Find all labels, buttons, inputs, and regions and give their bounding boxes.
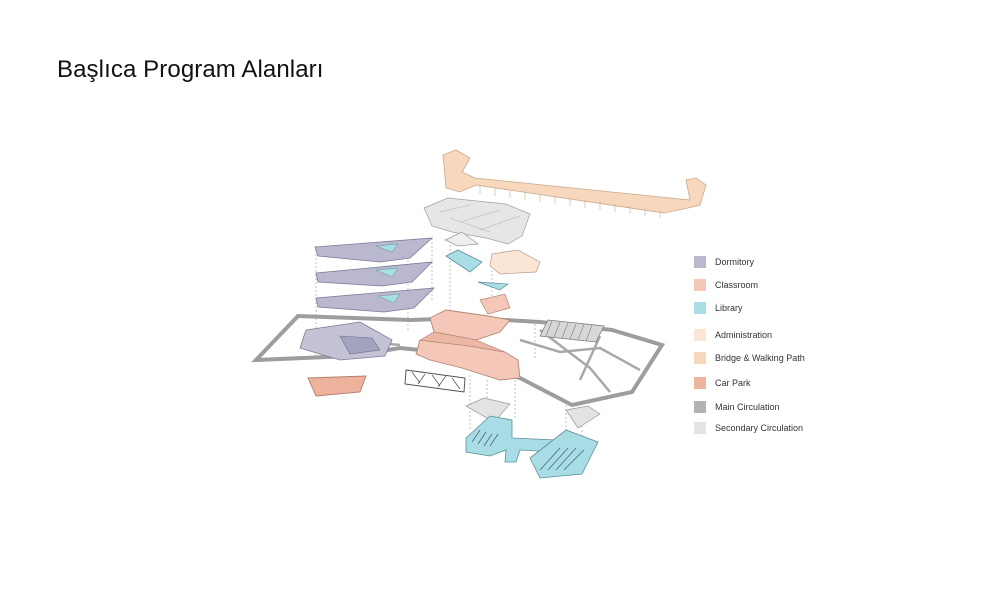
- legend-item-main-circulation: Main Circulation: [694, 399, 780, 415]
- legend-swatch: [694, 256, 706, 268]
- legend-swatch: [694, 302, 706, 314]
- legend-item-library: Library: [694, 300, 743, 316]
- legend-item-carpark: Car Park: [694, 375, 751, 391]
- legend-label: Secondary Circulation: [715, 423, 804, 433]
- car-park: [307, 375, 367, 397]
- legend-label: Library: [715, 303, 743, 313]
- projection-guides: [315, 238, 583, 440]
- slide-title: Başlıca Program Alanları: [57, 56, 324, 83]
- legend-label: Main Circulation: [715, 402, 780, 412]
- legend-swatch: [694, 279, 706, 291]
- legend-label: Bridge & Walking Path: [715, 353, 805, 363]
- classroom-volume: [415, 309, 521, 381]
- secondary-blocks: [465, 397, 601, 429]
- legend-item-secondary-circulation: Secondary Circulation: [694, 420, 803, 436]
- legend-label: Dormitory: [715, 257, 755, 267]
- legend-swatch: [694, 377, 706, 389]
- legend-label: Car Park: [715, 378, 751, 388]
- legend-label: Administration: [715, 330, 773, 340]
- dormitory-base: [299, 321, 393, 361]
- legend-swatch: [694, 422, 706, 434]
- upper-small-volumes: [444, 231, 541, 315]
- legend-swatch: [694, 329, 706, 341]
- patterned-wall: [404, 369, 466, 393]
- legend-swatch: [694, 401, 706, 413]
- legend-label: Classroom: [715, 280, 759, 290]
- dormitory-slabs: [314, 237, 436, 313]
- legend-swatch: [694, 352, 706, 364]
- roof-canopy: [423, 197, 531, 245]
- library-lower: [465, 415, 599, 479]
- legend-item-bridge: Bridge & Walking Path: [694, 350, 805, 366]
- legend-item-dormitory: Dormitory: [694, 254, 754, 270]
- bridge-walking-path: [442, 149, 707, 218]
- hatched-roof: [539, 319, 605, 343]
- legend-item-classroom: Classroom: [694, 277, 758, 293]
- legend-item-administration: Administration: [694, 327, 772, 343]
